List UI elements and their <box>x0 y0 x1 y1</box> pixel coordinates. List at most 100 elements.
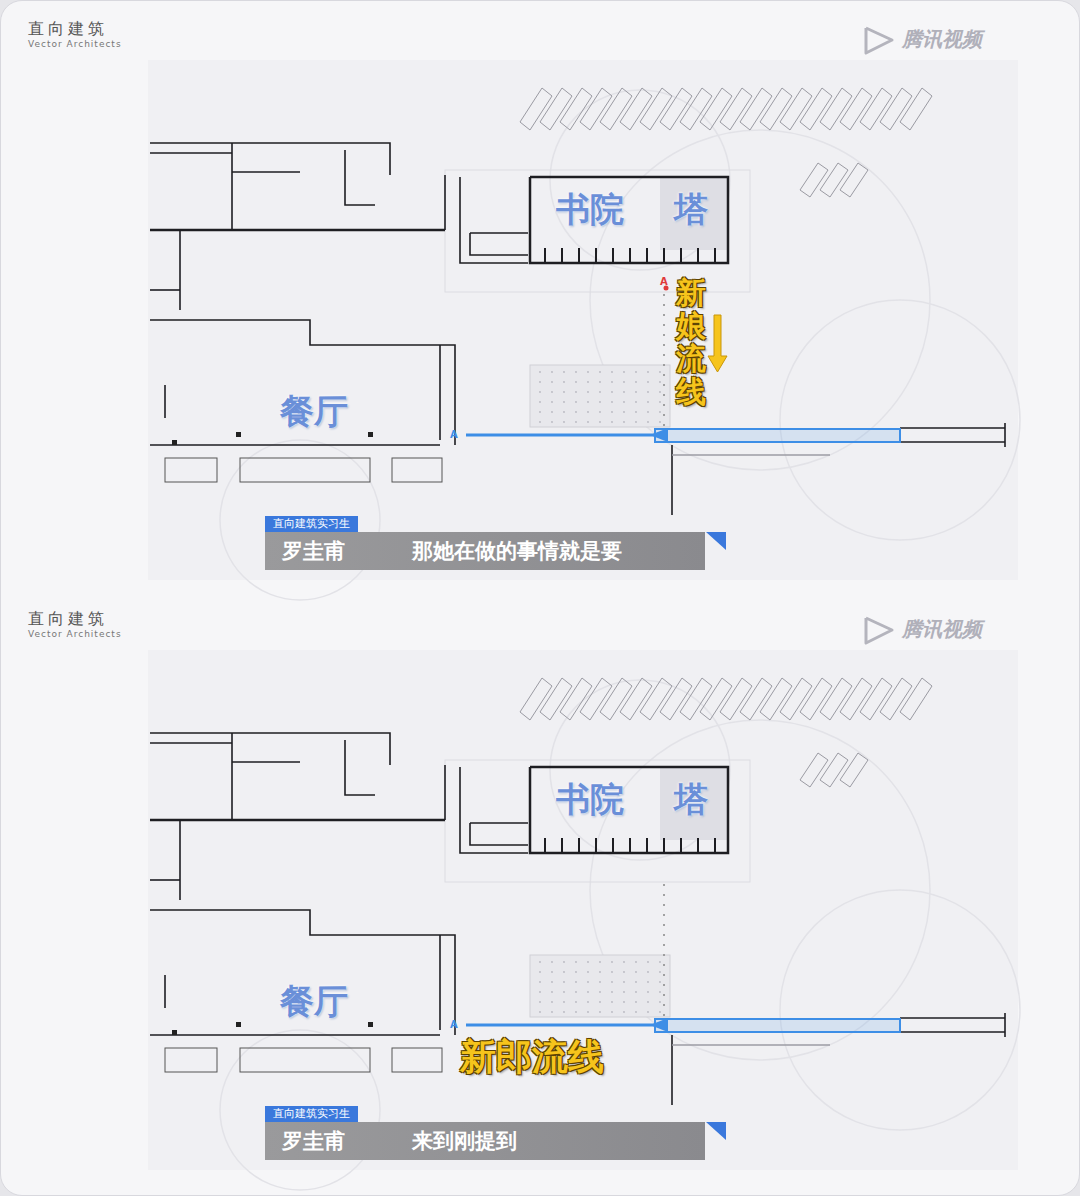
site-outline <box>445 760 750 882</box>
hatch-dot <box>563 421 565 423</box>
hatch-dot <box>611 371 613 373</box>
table-block <box>165 458 217 482</box>
parking-bay <box>760 88 792 130</box>
hatch-dot <box>575 381 577 383</box>
column-tick <box>561 838 563 853</box>
column-mark <box>236 1022 241 1027</box>
parking-bay <box>540 678 572 720</box>
hatch-dot <box>587 371 589 373</box>
hatch-dot <box>563 381 565 383</box>
hatch-dot <box>575 991 577 993</box>
room-label: 塔 <box>674 190 708 229</box>
hatch-dot <box>587 421 589 423</box>
plan-ground <box>148 60 1018 580</box>
wall-line <box>179 820 181 900</box>
hatch-dot <box>587 401 589 403</box>
hatch-dot <box>659 371 661 373</box>
hatch-dot <box>551 381 553 383</box>
hatch-dot <box>599 391 601 393</box>
hatch-dot <box>659 391 661 393</box>
column-mark <box>172 1030 177 1035</box>
wall-line <box>900 1031 1005 1033</box>
hatch-dot <box>611 411 613 413</box>
parking-bay <box>820 753 848 787</box>
hatch-dot <box>539 971 541 973</box>
tree-canopy <box>780 890 1020 1130</box>
column-tick <box>714 248 716 263</box>
hatch-dot <box>623 981 625 983</box>
column-tick <box>697 838 699 853</box>
hatch-dot <box>551 371 553 373</box>
hatch-dot <box>539 381 541 383</box>
parking-bay <box>520 678 552 720</box>
hatch-dot <box>575 1001 577 1003</box>
guide-line <box>663 294 665 426</box>
hatch-dot <box>539 1001 541 1003</box>
hatch-dot <box>659 981 661 983</box>
parking-bay <box>640 678 672 720</box>
hatch-dot <box>599 1001 601 1003</box>
parking-bay <box>620 678 652 720</box>
hatch-dot <box>539 401 541 403</box>
hatch-dot <box>575 371 577 373</box>
hatch-dot <box>551 391 553 393</box>
parking-bay <box>700 88 732 130</box>
hatch-dot <box>551 981 553 983</box>
hatch-dot <box>563 371 565 373</box>
hatch-dot <box>587 991 589 993</box>
hatch-dot <box>599 961 601 963</box>
hatch-dot <box>599 1011 601 1013</box>
table-block <box>392 458 442 482</box>
hatch-dot <box>623 411 625 413</box>
wall-line <box>150 819 445 822</box>
column-tick <box>663 248 665 263</box>
hatch-dot <box>587 381 589 383</box>
column-tick <box>646 838 648 853</box>
room-label: 餐厅 <box>280 392 348 431</box>
speaker-name: 罗圭甫 <box>282 537 345 565</box>
hatch-dot <box>563 971 565 973</box>
parking-bay <box>560 678 592 720</box>
hatch-dot <box>551 421 553 423</box>
plan-panel <box>148 28 1020 600</box>
hatch-dot <box>563 1001 565 1003</box>
flow-band <box>655 1019 900 1032</box>
hatch-dot <box>611 1001 613 1003</box>
flow-arrow <box>708 315 727 372</box>
speaker-title: 直向建筑实习生 <box>273 1107 350 1120</box>
hatch-dot <box>623 961 625 963</box>
hatch-dot <box>575 981 577 983</box>
hatch-dot <box>587 961 589 963</box>
parking-bay <box>840 753 868 787</box>
hatch-dot <box>551 961 553 963</box>
room-label: 餐厅 <box>280 982 348 1021</box>
hatch-dot <box>587 1001 589 1003</box>
hatch-dot <box>563 391 565 393</box>
hatch-dot <box>563 411 565 413</box>
hatch-dot <box>551 401 553 403</box>
parking-bay <box>640 88 672 130</box>
parking-bay <box>800 753 828 787</box>
wall-line <box>444 765 446 820</box>
subtitle-corner <box>706 1122 726 1140</box>
hatch-dot <box>587 411 589 413</box>
parking-bay <box>720 88 752 130</box>
tower-shade <box>660 768 727 840</box>
room-label: 书院 <box>556 780 624 819</box>
column-tick <box>646 248 648 263</box>
hatch-dot <box>635 421 637 423</box>
parking-bay <box>580 88 612 130</box>
parking-bay <box>800 678 832 720</box>
wall-line <box>150 879 180 881</box>
hatch-dot <box>551 991 553 993</box>
hatch-dot <box>623 371 625 373</box>
hatch-dot <box>539 411 541 413</box>
hatch-dot <box>659 381 661 383</box>
wall-line <box>460 177 528 263</box>
wall-line <box>345 740 375 795</box>
hatch-dot <box>647 371 649 373</box>
parking-bay <box>540 88 572 130</box>
hatch-dot <box>647 971 649 973</box>
hatch-dot <box>599 421 601 423</box>
hatch-dot <box>647 411 649 413</box>
